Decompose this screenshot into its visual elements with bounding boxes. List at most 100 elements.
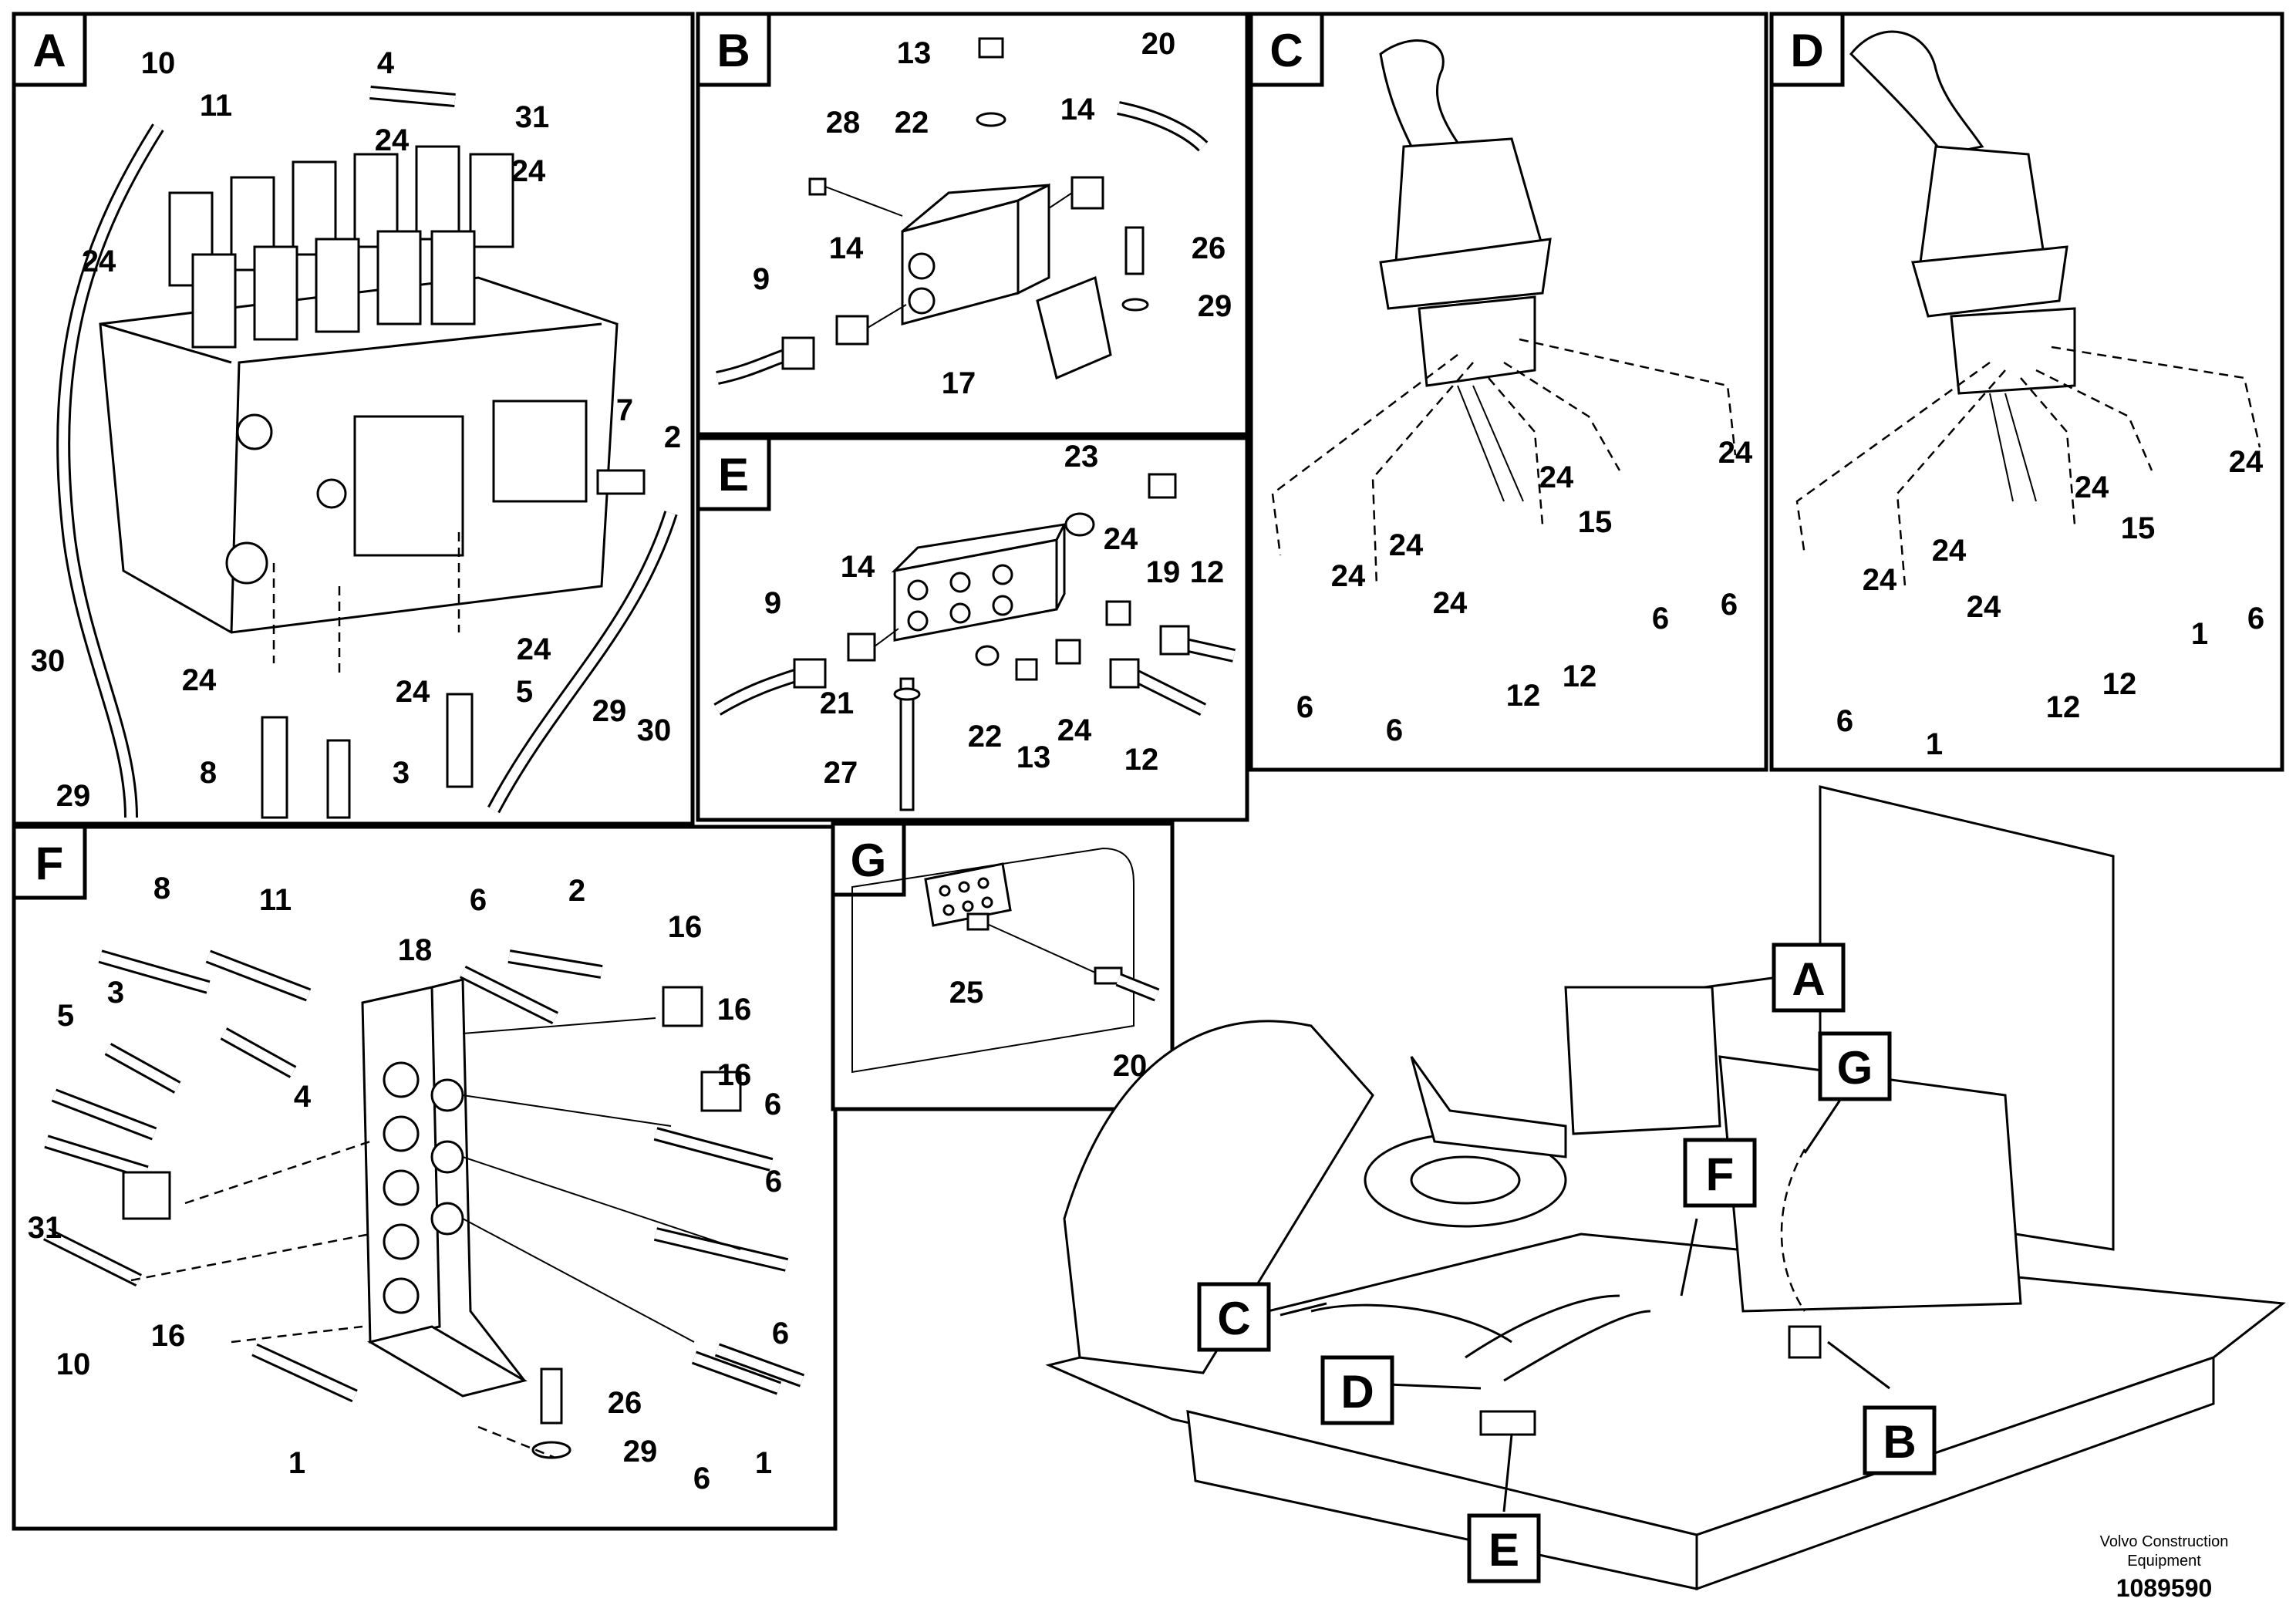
callout-e-13: 13 bbox=[1017, 740, 1051, 774]
callouts-panel-a: 10 4 11 24 31 24 24 7 2 24 24 24 5 30 29… bbox=[31, 46, 681, 813]
overview-label-f: F bbox=[1706, 1148, 1735, 1200]
callout-d-15: 15 bbox=[2121, 511, 2156, 545]
overview-label-b-box bbox=[1863, 1405, 1937, 1475]
callout-c-15: 15 bbox=[1578, 505, 1613, 539]
callout-a-5: 5 bbox=[516, 675, 533, 709]
callout-a-30b: 30 bbox=[637, 713, 672, 747]
callout-g-25: 25 bbox=[949, 976, 984, 1010]
panel-a-letter: A bbox=[32, 25, 66, 76]
credit-block: Volvo Construction Equipment 1089590 bbox=[2100, 1533, 2229, 1602]
callout-f-18: 18 bbox=[398, 933, 433, 967]
callout-e-27: 27 bbox=[824, 756, 858, 790]
panel-b-letter: B bbox=[716, 25, 750, 76]
callout-d-12b: 12 bbox=[2046, 690, 2081, 724]
panel-f-letter-box bbox=[12, 824, 87, 900]
panel-e-frame bbox=[696, 436, 1249, 822]
callout-a-11: 11 bbox=[200, 89, 232, 123]
callout-f-6: 6 bbox=[470, 883, 487, 917]
overview-label-c-box bbox=[1197, 1282, 1271, 1352]
callout-b-22: 22 bbox=[895, 106, 929, 140]
callout-f-6e: 6 bbox=[693, 1462, 710, 1496]
valve-block-overview bbox=[1564, 986, 1721, 1135]
overview-label-c: C bbox=[1217, 1293, 1250, 1344]
callout-b-17: 17 bbox=[942, 366, 976, 400]
drawing-number: 1089590 bbox=[2116, 1574, 2213, 1602]
callouts-panel-f: 8 11 6 2 16 18 16 3 5 4 16 6 31 16 6 10 … bbox=[28, 872, 789, 1496]
callout-b-28: 28 bbox=[826, 106, 861, 140]
boom-mount bbox=[1063, 1020, 1374, 1374]
panel-c-frame bbox=[1249, 12, 1768, 772]
panel-f: F bbox=[12, 824, 838, 1531]
lower-frame-side bbox=[1695, 1355, 2215, 1591]
callout-f-16d: 16 bbox=[151, 1319, 186, 1353]
callout-b-9: 9 bbox=[753, 262, 770, 296]
callout-a-8: 8 bbox=[200, 756, 217, 790]
callout-e-24b: 24 bbox=[1057, 713, 1092, 747]
callout-a-4: 4 bbox=[377, 46, 395, 80]
callout-d-24c: 24 bbox=[1932, 534, 1967, 568]
panel-c-letter: C bbox=[1269, 25, 1303, 76]
callout-c-24c: 24 bbox=[1389, 528, 1424, 562]
credit-company-line2: Equipment bbox=[2127, 1553, 2201, 1570]
callout-b-26: 26 bbox=[1192, 231, 1226, 265]
callout-a-10: 10 bbox=[141, 46, 176, 80]
callout-c-24e: 24 bbox=[1433, 586, 1468, 620]
callout-a-7: 7 bbox=[616, 393, 633, 427]
callout-e-9: 9 bbox=[764, 586, 781, 620]
callout-f-1b: 1 bbox=[755, 1446, 772, 1480]
manifold-block-illustration bbox=[713, 473, 1236, 811]
panel-e-letter-box bbox=[696, 436, 771, 511]
callout-f-3: 3 bbox=[107, 976, 124, 1010]
callout-a-24f: 24 bbox=[517, 632, 551, 666]
panel-b-letter-box bbox=[696, 12, 771, 87]
callout-b-29: 29 bbox=[1198, 289, 1232, 323]
callout-b-20: 20 bbox=[1141, 27, 1176, 61]
panel-c-letter-box bbox=[1249, 12, 1324, 87]
panel-g-letter-box bbox=[831, 821, 906, 897]
callout-d-24: 24 bbox=[2229, 445, 2264, 479]
control-valve-illustration bbox=[99, 145, 619, 634]
panel-g: G 25 20 bbox=[831, 821, 1175, 1111]
callout-c-6c: 6 bbox=[1296, 690, 1313, 724]
panel-g-letter: G bbox=[851, 835, 887, 886]
overview-label-a: A bbox=[1792, 953, 1825, 1005]
callout-f-2: 2 bbox=[568, 874, 585, 908]
callout-c-24d: 24 bbox=[1331, 559, 1366, 593]
callout-c-6: 6 bbox=[1652, 602, 1669, 636]
panel-d-letter-box bbox=[1769, 12, 1845, 87]
overview-label-e: E bbox=[1489, 1524, 1519, 1576]
callout-a-24c: 24 bbox=[82, 244, 116, 278]
callout-e-23: 23 bbox=[1064, 440, 1099, 474]
overview-label-g-box bbox=[1818, 1031, 1892, 1101]
callout-e-22: 22 bbox=[968, 720, 1003, 754]
callout-f-11: 11 bbox=[259, 883, 292, 917]
callout-e-24: 24 bbox=[1104, 522, 1138, 556]
callout-e-21: 21 bbox=[820, 686, 855, 720]
callout-f-1: 1 bbox=[288, 1446, 305, 1480]
callout-f-6b: 6 bbox=[764, 1088, 781, 1121]
callout-d-1b: 1 bbox=[1926, 727, 1943, 761]
callouts-panel-d: 24 24 15 24 24 24 1 6 12 12 6 1 bbox=[1836, 445, 2264, 761]
panel-b: B 13 20 22 28 bbox=[696, 12, 1249, 437]
panel-a-letter-box bbox=[12, 12, 87, 87]
callout-a-31: 31 bbox=[515, 100, 550, 134]
overview-label-d: D bbox=[1340, 1366, 1374, 1418]
callout-d-6b: 6 bbox=[1836, 704, 1853, 738]
manifold-f-illustration bbox=[42, 949, 805, 1459]
overview-label-b: B bbox=[1883, 1416, 1916, 1468]
callout-e-12: 12 bbox=[1190, 555, 1225, 589]
callout-f-10: 10 bbox=[56, 1347, 91, 1381]
callout-f-6d: 6 bbox=[772, 1317, 789, 1351]
callouts-panel-c: 24 24 15 24 24 24 6 6 12 12 6 6 bbox=[1296, 436, 1753, 747]
overview-label-a-box bbox=[1772, 943, 1846, 1013]
panel-a: A bbox=[12, 12, 695, 826]
callout-a-24b: 24 bbox=[511, 154, 546, 188]
callout-c-12b: 12 bbox=[1506, 679, 1541, 713]
callout-e-14: 14 bbox=[841, 550, 875, 584]
tank bbox=[1718, 1055, 2022, 1313]
joystick-d-illustration bbox=[1795, 30, 2261, 587]
callout-f-29: 29 bbox=[623, 1435, 658, 1469]
panel-e-letter: E bbox=[718, 449, 749, 501]
callout-d-1: 1 bbox=[2191, 617, 2208, 651]
panel-e: E bbox=[696, 436, 1249, 822]
